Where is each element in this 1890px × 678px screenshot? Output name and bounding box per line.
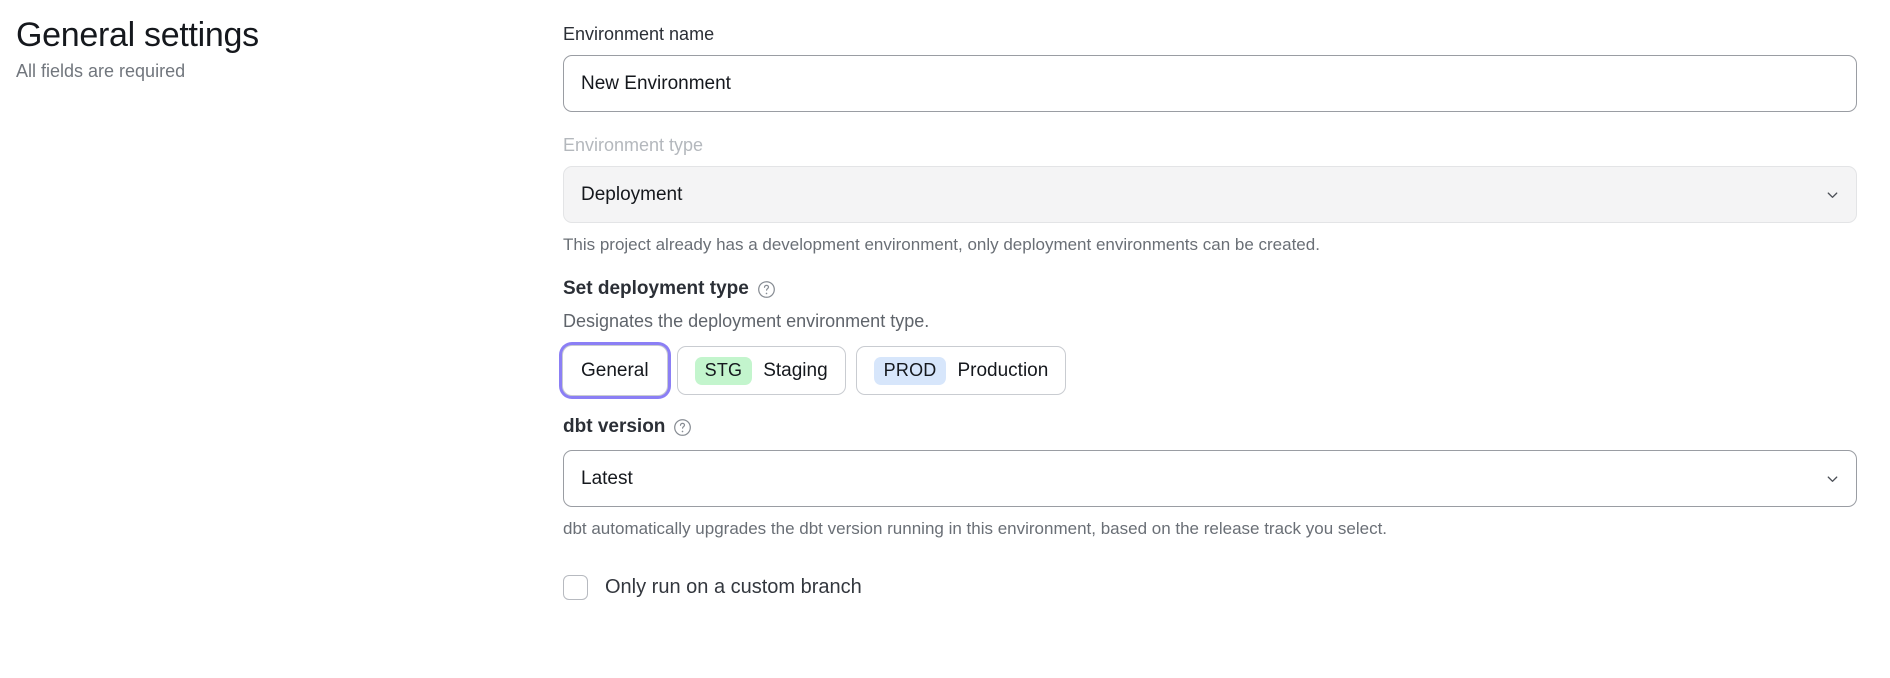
environment-name-field-group: Environment name	[563, 22, 1857, 112]
dbt-version-select[interactable]: Latest	[563, 450, 1857, 507]
deployment-type-option-staging[interactable]: STG Staging	[676, 346, 846, 395]
custom-branch-checkbox[interactable]	[563, 574, 588, 600]
deployment-type-field-group: Set deployment type Designates the deplo…	[563, 276, 1857, 395]
custom-branch-label[interactable]: Only run on a custom branch	[605, 576, 862, 598]
environment-name-label: Environment name	[563, 24, 715, 44]
environment-name-input[interactable]	[563, 55, 1857, 112]
settings-header-column: General settings All fields are required	[0, 0, 563, 84]
chevron-down-icon	[1825, 187, 1840, 202]
dbt-version-heading: dbt version	[563, 416, 666, 437]
environment-type-value: Deployment	[581, 183, 683, 205]
environment-type-label: Environment type	[563, 135, 704, 155]
environment-type-select-wrapper: Deployment	[563, 166, 1857, 223]
deployment-type-heading: Set deployment type	[563, 278, 749, 299]
dbt-version-select-wrapper: Latest	[563, 450, 1857, 507]
deployment-type-description: Designates the deployment environment ty…	[563, 311, 930, 331]
environment-type-field-group: Environment type Deployment This project…	[563, 133, 1857, 257]
deployment-type-heading-row: Set deployment type	[563, 276, 1857, 302]
deployment-type-option-production-label: Production	[957, 359, 1049, 381]
page-subtitle: All fields are required	[16, 61, 186, 81]
production-badge: PROD	[873, 356, 947, 385]
deployment-type-option-production[interactable]: PROD Production	[855, 346, 1067, 395]
dbt-version-help-text: dbt automatically upgrades the dbt versi…	[563, 519, 1388, 538]
deployment-type-option-staging-label: Staging	[763, 359, 828, 381]
page-title: General settings	[16, 16, 259, 54]
deployment-type-option-general-label: General	[581, 359, 649, 381]
dbt-version-value: Latest	[581, 467, 633, 489]
environment-type-select[interactable]: Deployment	[563, 166, 1857, 223]
question-circle-icon[interactable]	[673, 418, 692, 437]
dbt-version-field-group: dbt version Latest	[563, 414, 1857, 541]
dbt-version-heading-row: dbt version	[563, 414, 1857, 440]
deployment-type-option-general[interactable]: General	[563, 346, 667, 395]
environment-type-help-text: This project already has a development e…	[563, 235, 1320, 254]
settings-form-column: Environment name Environment type Deploy…	[563, 0, 1890, 600]
deployment-type-options: General STG Staging PROD Production	[563, 346, 1857, 395]
question-circle-icon[interactable]	[757, 280, 776, 299]
staging-badge: STG	[694, 356, 753, 385]
chevron-down-icon	[1825, 471, 1840, 486]
custom-branch-row: Only run on a custom branch	[563, 574, 1857, 600]
